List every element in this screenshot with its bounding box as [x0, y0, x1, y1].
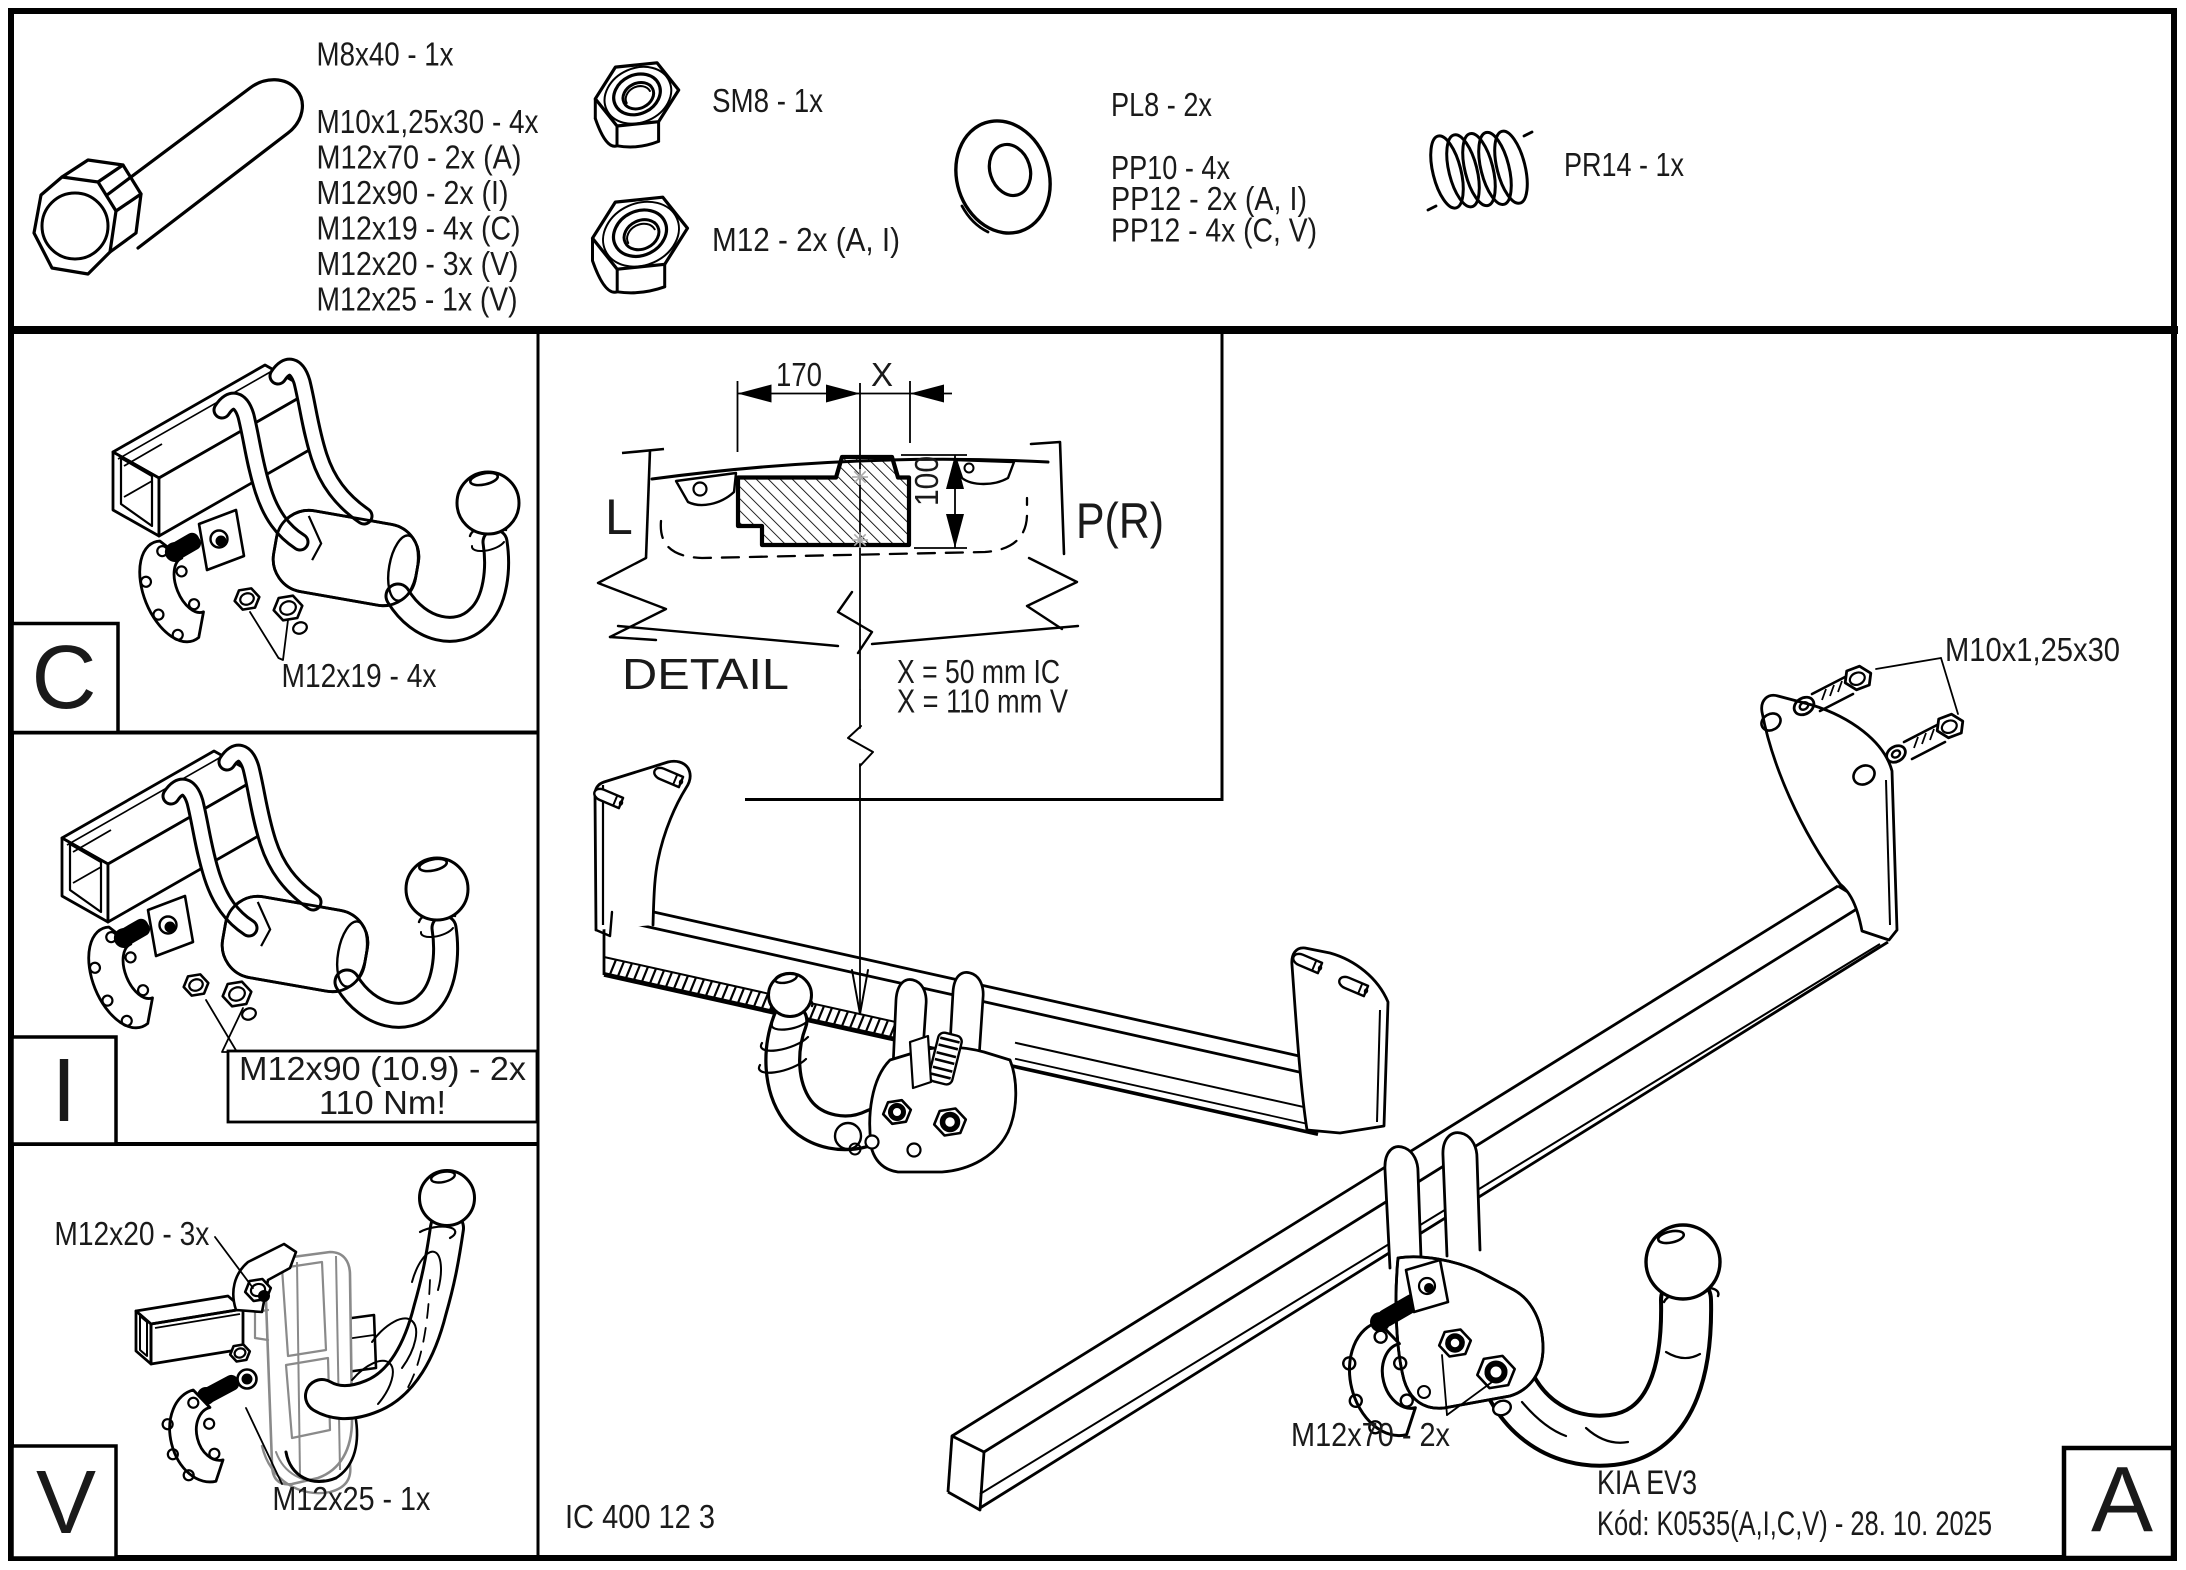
svg-text:V: V — [36, 1453, 96, 1553]
svg-text:IC 400 12 3: IC 400 12 3 — [565, 1498, 715, 1535]
svg-text:M12x25 - 1x (V): M12x25 - 1x (V) — [317, 281, 518, 318]
svg-text:L: L — [605, 489, 633, 545]
svg-text:A: A — [2091, 1447, 2153, 1551]
svg-text:100: 100 — [908, 456, 945, 506]
svg-text:P(R): P(R) — [1076, 493, 1164, 549]
svg-text:KIA EV3: KIA EV3 — [1597, 1464, 1697, 1502]
svg-text:M12x25 - 1x: M12x25 - 1x — [272, 1480, 430, 1517]
svg-text:X = 110 mm V: X = 110 mm V — [897, 683, 1068, 720]
svg-text:M12x20 - 3x: M12x20 - 3x — [54, 1215, 209, 1252]
svg-text:PP12 - 2x (A, I): PP12 - 2x (A, I) — [1111, 180, 1307, 217]
svg-text:PP12 - 4x (C, V): PP12 - 4x (C, V) — [1111, 212, 1317, 249]
svg-text:M12x70 - 2x (A): M12x70 - 2x (A) — [317, 139, 522, 176]
svg-text:M12x90 - 2x (I): M12x90 - 2x (I) — [317, 174, 509, 211]
svg-text:Kód: K0535(A,I,C,V) - 28. 10.: Kód: K0535(A,I,C,V) - 28. 10. 2025 — [1597, 1505, 1992, 1543]
svg-text:M8x40 - 1x: M8x40 - 1x — [317, 36, 454, 73]
svg-text:M12x90 (10.9) - 2x: M12x90 (10.9) - 2x — [239, 1050, 527, 1087]
svg-text:C: C — [32, 628, 97, 728]
svg-text:M10x1,25x30: M10x1,25x30 — [1945, 631, 2120, 668]
svg-text:M12x70 - 2x: M12x70 - 2x — [1291, 1416, 1450, 1453]
svg-text:110 Nm!: 110 Nm! — [319, 1084, 446, 1121]
svg-text:PR14 - 1x: PR14 - 1x — [1564, 146, 1684, 183]
svg-text:PL8 - 2x: PL8 - 2x — [1111, 86, 1212, 123]
svg-text:X: X — [871, 356, 893, 393]
svg-text:M10x1,25x30 - 4x: M10x1,25x30 - 4x — [317, 103, 539, 140]
svg-text:170: 170 — [776, 356, 822, 393]
svg-text:SM8 - 1x: SM8 - 1x — [712, 82, 823, 119]
svg-text:M12 - 2x (A, I): M12 - 2x (A, I) — [712, 221, 900, 258]
svg-text:PP10 - 4x: PP10 - 4x — [1111, 149, 1230, 186]
svg-text:M12x20 - 3x (V): M12x20 - 3x (V) — [317, 245, 519, 282]
svg-text:I: I — [51, 1041, 76, 1141]
svg-text:M12x19 - 4x (C): M12x19 - 4x (C) — [317, 210, 521, 247]
svg-text:DETAIL: DETAIL — [622, 650, 789, 699]
svg-text:M12x19 - 4x: M12x19 - 4x — [282, 657, 437, 694]
svg-text:X = 50 mm IC: X = 50 mm IC — [897, 653, 1060, 690]
